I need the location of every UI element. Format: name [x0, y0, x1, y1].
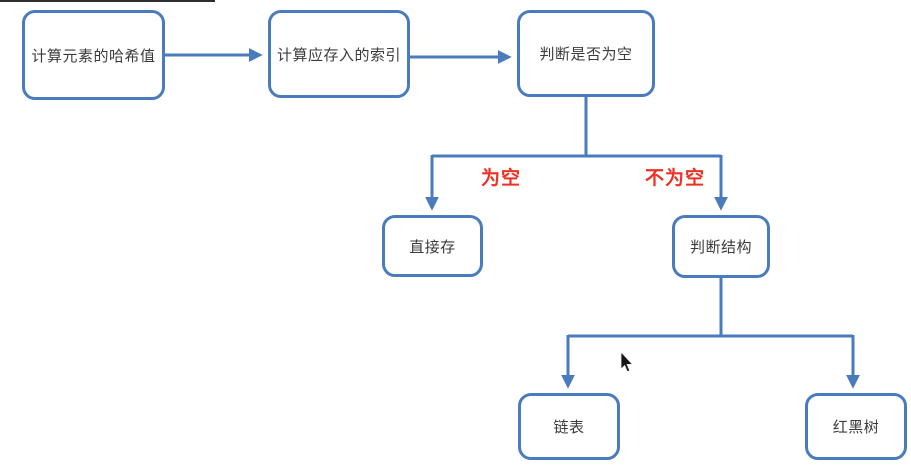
edge-check-structure-stem: [568, 278, 853, 338]
node-label: 判断结构: [689, 239, 752, 256]
branch-label-not-empty: 不为空: [645, 168, 706, 189]
node-compute-hash: 计算元素的哈希值: [22, 10, 165, 100]
node-check-structure: 判断结构: [672, 215, 770, 278]
node-red-black-tree: 红黑树: [805, 393, 907, 460]
node-label: 计算元素的哈希值: [31, 47, 156, 65]
node-check-empty: 判断是否为空: [517, 10, 655, 97]
edge-check-empty-stem: [432, 97, 721, 158]
node-label: 计算应存入的索引: [276, 46, 401, 64]
branch-label-empty: 为空: [481, 168, 522, 189]
top-edge-artifact: [0, 0, 215, 2]
node-label: 直接存: [409, 238, 456, 256]
node-label: 判断是否为空: [539, 46, 633, 63]
node-store-direct: 直接存: [382, 215, 483, 277]
node-label: 链表: [553, 419, 585, 436]
node-compute-index: 计算应存入的索引: [268, 10, 410, 98]
node-label: 红黑树: [832, 419, 880, 436]
node-linked-list: 链表: [518, 393, 620, 460]
